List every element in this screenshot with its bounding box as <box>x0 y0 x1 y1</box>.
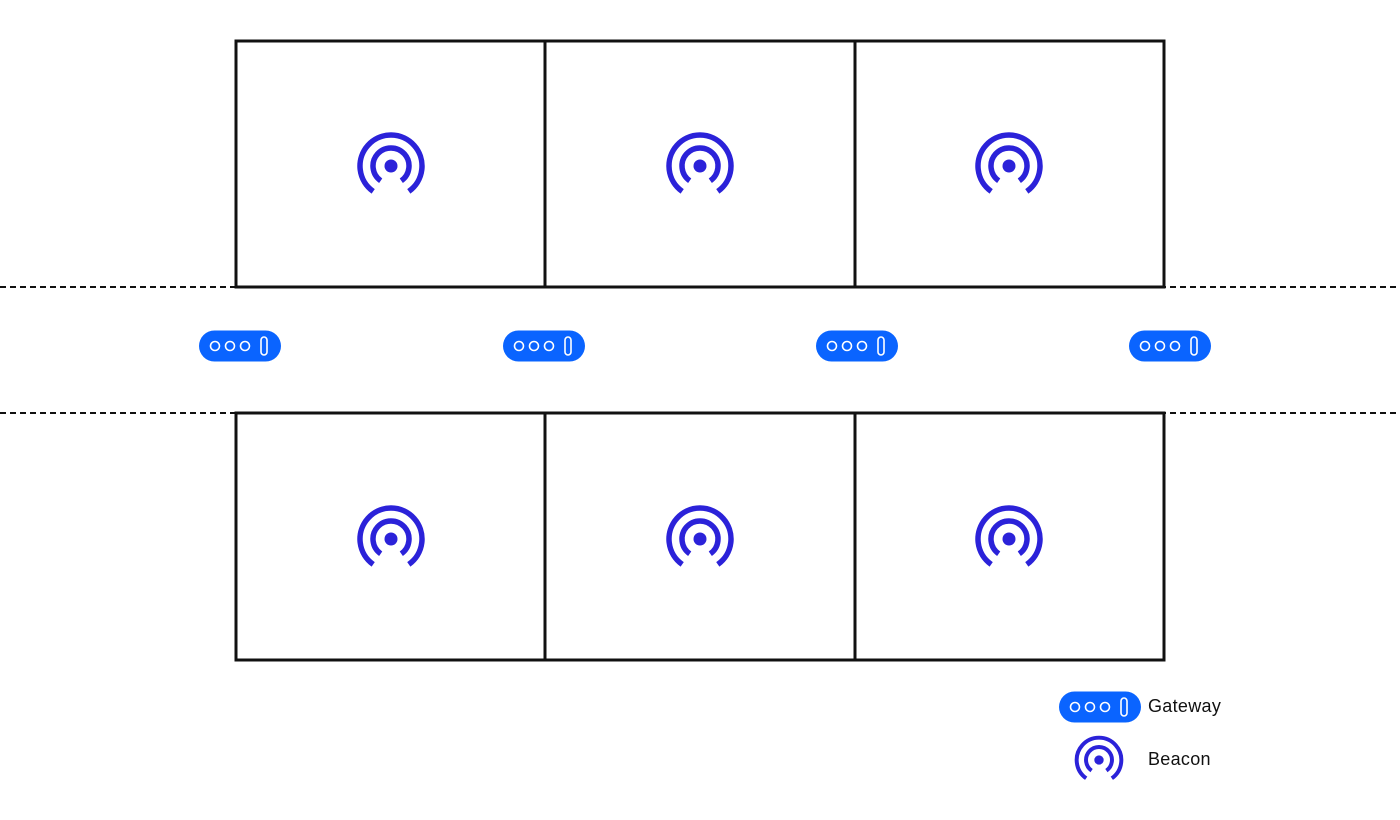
gateway-router-icon <box>502 329 586 363</box>
gateway-router-icon <box>198 329 282 363</box>
room <box>234 39 547 289</box>
gateway-router-icon <box>815 329 899 363</box>
gateway-router-icon <box>1128 329 1212 363</box>
legend-beacon-label: Beacon <box>1148 749 1211 769</box>
legend-gateway-label: Gateway <box>1148 696 1222 716</box>
legend-gateway-router-icon <box>1058 690 1142 724</box>
legend-beacon-signal-icon <box>1074 735 1124 781</box>
